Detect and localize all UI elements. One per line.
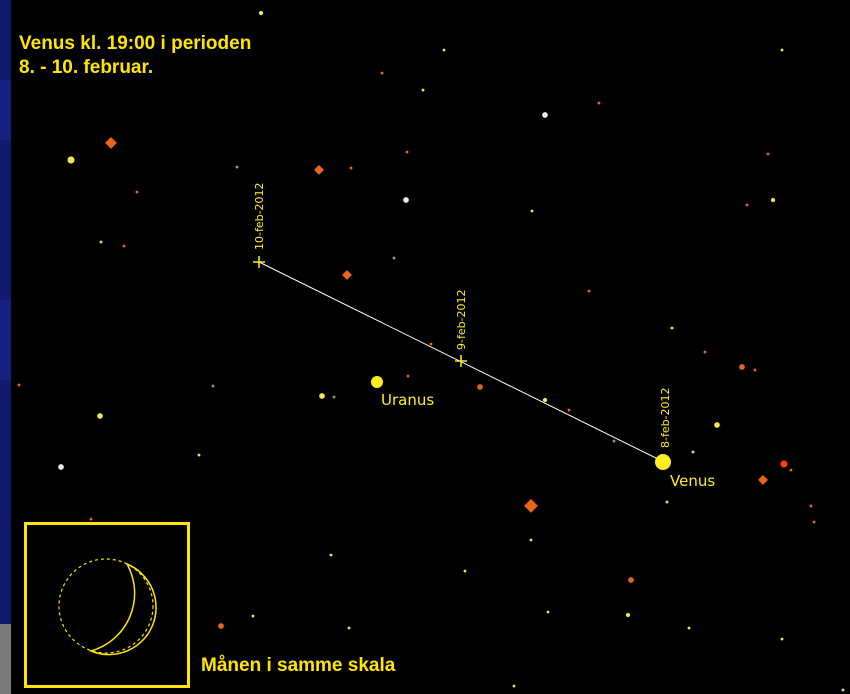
date-label-9-feb: 9-feb-2012	[455, 289, 468, 350]
star	[314, 164, 324, 175]
star	[780, 637, 784, 641]
strip-segment	[0, 300, 11, 380]
moon-scale-box	[24, 522, 190, 688]
star	[753, 368, 757, 372]
star	[841, 688, 845, 692]
title-line-2: 8. - 10. februar.	[19, 57, 154, 78]
date-marker-10-feb: 10-feb-2012	[253, 182, 266, 268]
date-marker-9-feb: 9-feb-2012	[455, 289, 468, 367]
left-gray-block	[0, 624, 11, 694]
star	[687, 626, 691, 630]
star	[546, 610, 550, 614]
star	[67, 156, 75, 164]
star	[542, 397, 548, 403]
star-map: 10-feb-2012 9-feb-2012 8-feb-2012 Uranus…	[11, 0, 850, 694]
star	[342, 269, 352, 280]
star	[58, 464, 64, 470]
star	[714, 422, 720, 428]
venus-dot	[655, 454, 671, 470]
star	[105, 136, 117, 149]
star	[529, 538, 533, 542]
star	[780, 460, 788, 468]
star	[612, 439, 616, 443]
star	[122, 244, 126, 248]
uranus-dot	[371, 376, 383, 388]
star	[135, 190, 139, 194]
star	[542, 112, 548, 118]
star	[403, 197, 409, 203]
star	[349, 166, 353, 170]
star	[789, 468, 793, 472]
star-map-canvas: 10-feb-2012 9-feb-2012 8-feb-2012 Uranus…	[17, 10, 845, 692]
moon-outline-dashed	[58, 558, 154, 654]
star	[405, 150, 409, 154]
left-window-strip	[0, 0, 11, 694]
star	[512, 684, 516, 688]
map-title: Venus kl. 19:00 i perioden 8. - 10. febr…	[19, 32, 251, 80]
star	[429, 342, 433, 346]
star	[597, 101, 601, 105]
date-label-10-feb: 10-feb-2012	[253, 182, 266, 250]
star	[766, 152, 770, 156]
star	[421, 88, 425, 92]
date-label-8-feb: 8-feb-2012	[659, 387, 672, 448]
star	[380, 71, 384, 75]
star	[329, 553, 333, 557]
star	[809, 504, 813, 508]
moon-caption: Månen i samme skala	[201, 655, 396, 676]
star	[235, 165, 239, 169]
star	[211, 384, 215, 388]
star	[258, 10, 264, 16]
star	[89, 517, 93, 521]
star	[780, 48, 784, 52]
star	[745, 203, 749, 207]
star	[218, 623, 224, 629]
star	[347, 626, 351, 630]
star	[392, 256, 396, 260]
star	[703, 350, 707, 354]
star	[99, 240, 103, 244]
venus-label: Venus	[670, 472, 715, 490]
star	[251, 614, 255, 618]
star	[524, 498, 538, 513]
star	[332, 395, 336, 399]
star	[17, 383, 21, 387]
star	[567, 408, 571, 412]
strip-segment	[0, 80, 11, 140]
star	[628, 577, 634, 583]
star	[665, 500, 669, 504]
star	[625, 612, 631, 618]
star	[197, 453, 201, 457]
star	[442, 48, 446, 52]
date-marker-8-feb: 8-feb-2012	[659, 387, 672, 448]
star	[758, 474, 768, 485]
star	[530, 209, 534, 213]
moon-crescent	[88, 562, 157, 656]
moon-drawing	[58, 558, 157, 656]
uranus-label: Uranus	[381, 391, 434, 409]
star	[587, 289, 591, 293]
star	[406, 374, 410, 378]
star	[463, 569, 467, 573]
star	[319, 393, 325, 399]
star	[670, 326, 674, 330]
star	[770, 197, 776, 203]
star	[739, 364, 745, 370]
star	[477, 384, 483, 390]
star	[812, 520, 816, 524]
star	[97, 413, 103, 419]
star	[691, 450, 695, 454]
title-line-1: Venus kl. 19:00 i perioden	[19, 33, 252, 54]
